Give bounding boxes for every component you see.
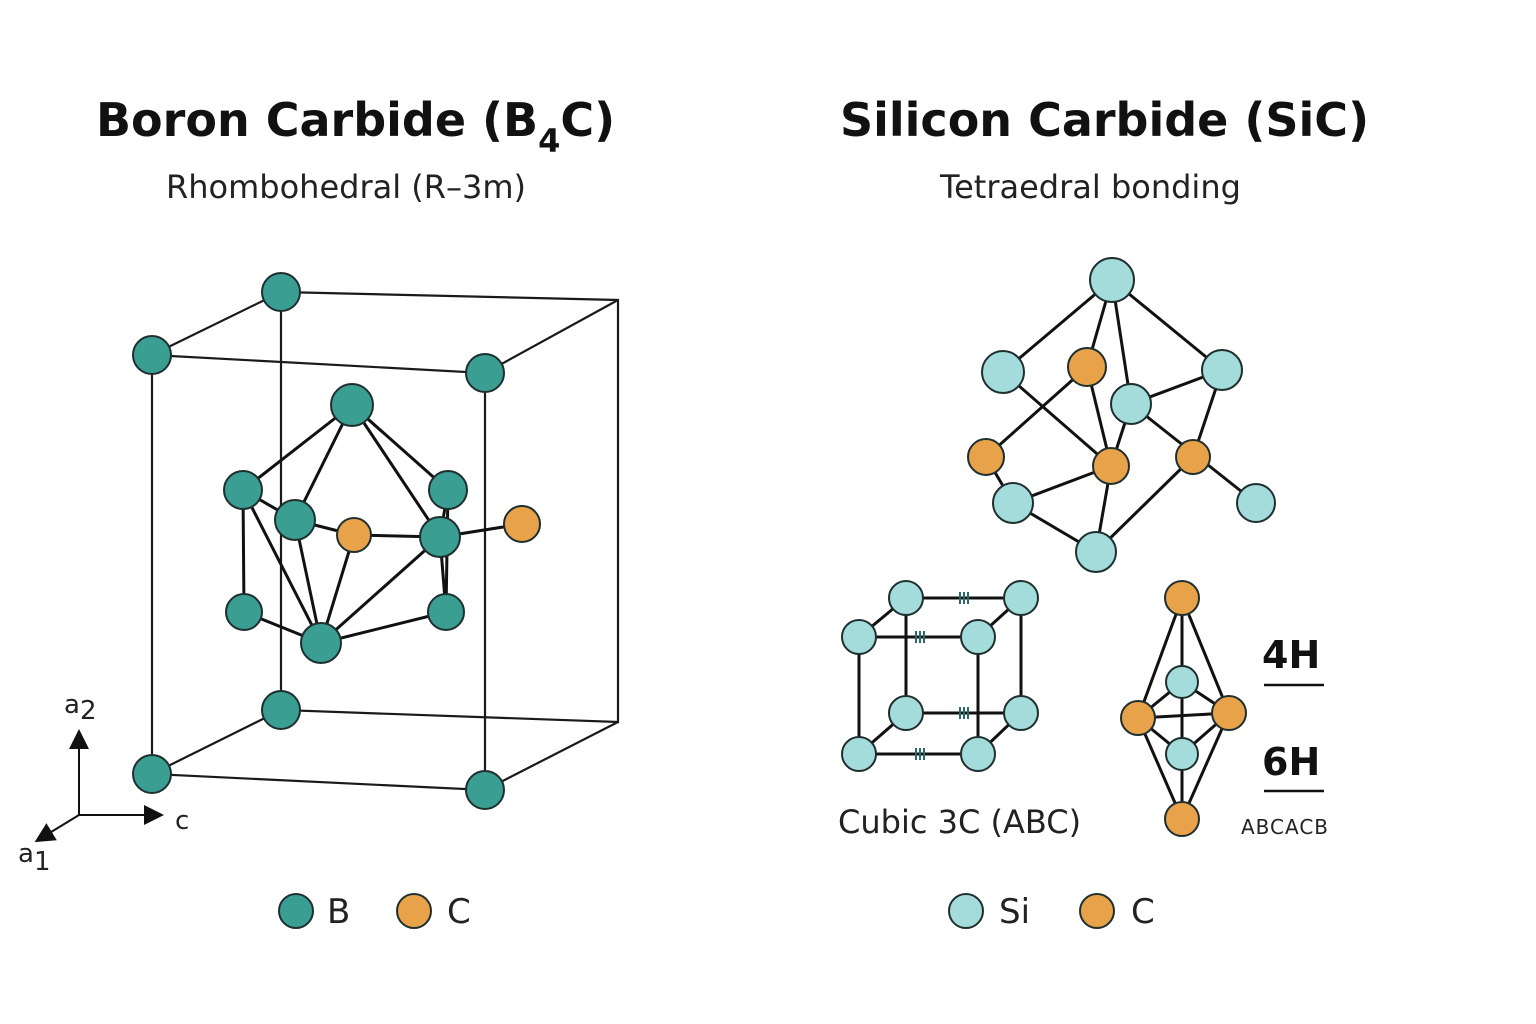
stacking-sequence-label: ABCACB [1241, 815, 1329, 839]
polytype-4h-label: 4H [1262, 633, 1320, 677]
boron-atom [465, 353, 505, 393]
boron-atom [274, 499, 316, 541]
legend-carbon-swatch [1079, 893, 1115, 929]
carbon-atom [1164, 580, 1200, 616]
bond-tick-marks [915, 592, 969, 760]
hexagonal-polytype-structure [1120, 580, 1247, 837]
legend-carbon-label: C [447, 892, 471, 932]
cubic-3c-caption: Cubic 3C (ABC) [838, 803, 1081, 841]
silicon-atom [1003, 580, 1039, 616]
unit-cell-edge [484, 299, 619, 374]
legend-boron-swatch [278, 893, 314, 929]
boron-carbide-legend: B C [278, 892, 471, 932]
carbon-atom [1120, 700, 1156, 736]
carbon-atom [1164, 801, 1200, 837]
bond [985, 365, 1088, 459]
silicon-atom [841, 619, 877, 655]
axis-a1-label: a1 [18, 839, 50, 877]
bond [241, 489, 246, 613]
silicon-atom [841, 736, 877, 772]
unit-cell-edge [151, 291, 282, 356]
carbon-atom [1211, 695, 1247, 731]
carbon-atom [1092, 447, 1130, 485]
polytype-6h-label: 6H [1262, 740, 1320, 784]
boron-atom [300, 622, 342, 664]
legend-boron-label: B [327, 892, 350, 932]
bond [1136, 597, 1184, 719]
boron-atom [427, 593, 465, 631]
bond [320, 535, 441, 645]
cubic-3c-structure: Cubic 3C (ABC) [838, 580, 1081, 841]
carbon-atom [336, 517, 372, 553]
bond [1180, 597, 1231, 714]
legend-carbon-label: C [1131, 892, 1155, 932]
silicon-atom [960, 736, 996, 772]
silicon-atom [960, 619, 996, 655]
icosahedron-atoms [223, 383, 541, 664]
bond [320, 610, 447, 645]
silicon-atom [888, 695, 924, 731]
cell-corner-atoms [132, 272, 505, 810]
axis-a2-label: a2 [64, 690, 96, 726]
polytype-labels: 4H 6H ABCACB [1241, 633, 1329, 839]
silicon-atom [981, 350, 1025, 394]
silicon-atom [1110, 383, 1152, 425]
boron-atom [330, 383, 374, 427]
bond [1002, 370, 1112, 468]
legend-silicon-label: Si [999, 892, 1030, 932]
boron-carbide-panel: Boron Carbide (B4C) Rhombohedral (R–3m) [18, 93, 620, 932]
silicon-carbide-panel: Silicon Carbide (SiC) Tetraedral bonding [838, 93, 1369, 932]
silicon-atom [1003, 695, 1039, 731]
silicon-atom [1089, 257, 1135, 303]
silicon-carbide-title: Silicon Carbide (SiC) [840, 93, 1369, 147]
legend-carbon-swatch [396, 893, 432, 929]
unit-cell-edge [484, 721, 619, 791]
bond [1094, 455, 1195, 554]
silicon-atom [1165, 665, 1199, 699]
bond [241, 489, 323, 644]
boron-atom [225, 593, 263, 631]
silicon-atom [1201, 349, 1243, 391]
carbon-atom [1175, 439, 1211, 475]
bond [1002, 278, 1113, 374]
silicon-atom [1236, 483, 1276, 523]
boron-atom [223, 470, 263, 510]
carbon-atom [1067, 347, 1107, 387]
tetrahedral-atoms [967, 257, 1276, 573]
silicon-atom [888, 580, 924, 616]
axis-a1-arrow [34, 814, 80, 843]
axis-c-label: c [175, 806, 189, 836]
boron-atom [132, 335, 172, 375]
unit-cell-box [150, 290, 620, 792]
boron-atom [419, 516, 461, 558]
silicon-carbide-subtitle: Tetraedral bonding [939, 168, 1241, 206]
bond [1180, 712, 1231, 820]
bond [1136, 717, 1184, 820]
boron-carbide-title: Boron Carbide (B4C) [96, 93, 615, 160]
carbon-atom [967, 438, 1005, 476]
legend-silicon-swatch [948, 893, 984, 929]
silicon-carbide-legend: Si C [948, 892, 1155, 932]
boron-atom [465, 770, 505, 810]
boron-atom [428, 470, 468, 510]
axis-indicator: a2 c a1 [18, 690, 189, 877]
silicon-atom [992, 482, 1034, 524]
boron-atom [261, 690, 301, 730]
boron-carbide-subtitle: Rhombohedral (R–3m) [166, 168, 526, 206]
silicon-atom [1075, 531, 1117, 573]
silicon-atom [1165, 737, 1199, 771]
carbon-atom [503, 505, 541, 543]
boron-atom [132, 754, 172, 794]
boron-atom [261, 272, 301, 312]
bond [350, 404, 442, 538]
bond [1111, 278, 1223, 372]
unit-cell-edge [151, 709, 282, 775]
unit-cell-front-face [150, 353, 487, 792]
bond [242, 403, 353, 492]
